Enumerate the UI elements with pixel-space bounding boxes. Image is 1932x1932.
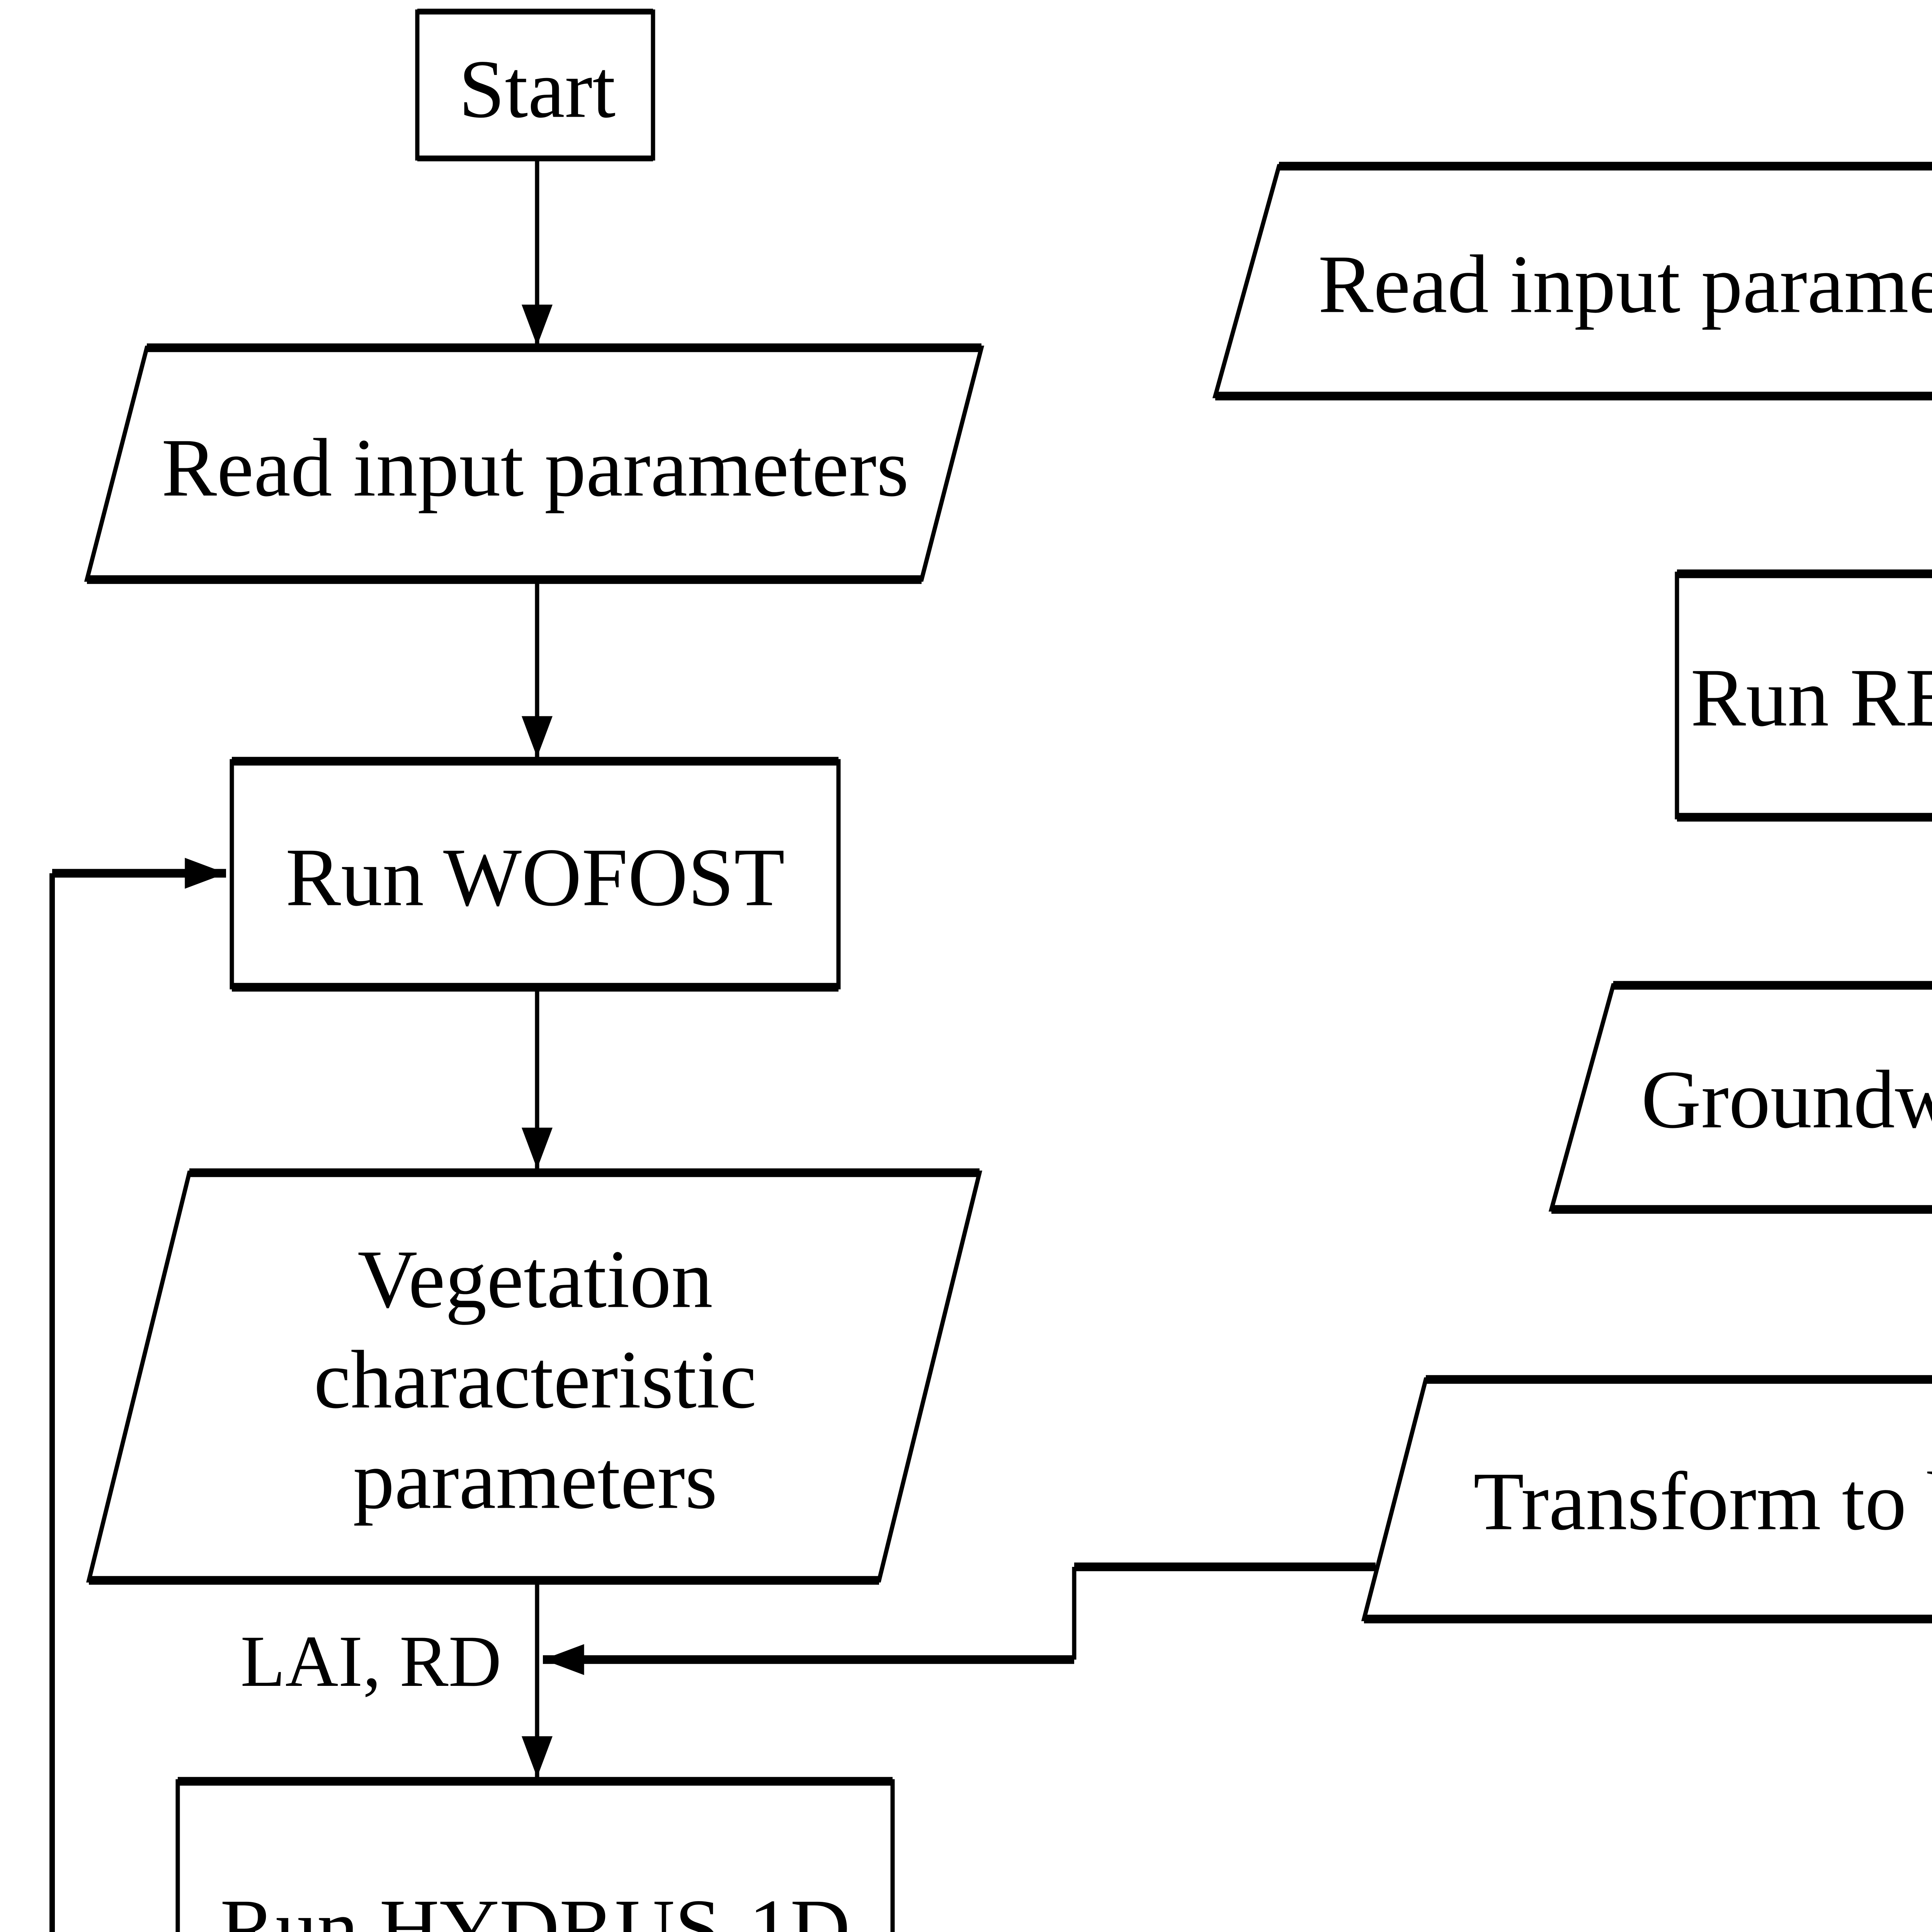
veg-params-line1: Vegetation <box>357 1233 713 1325</box>
run-wofost-label: Run WOFOST <box>286 831 785 923</box>
run-rbf-label: Run RBF model <box>1690 651 1932 744</box>
veg-params-line3: parameters <box>353 1434 717 1526</box>
node-veg-params: Vegetation characteristic parameters <box>86 1168 983 1585</box>
transform-label: Transform to bottom pressure <box>1473 1455 1932 1548</box>
veg-params-line2: characteristic <box>314 1333 757 1426</box>
node-transform: Transform to bottom pressure <box>1361 1375 1932 1624</box>
gw-heads-label: Groundwater Heads <box>1641 1053 1932 1146</box>
node-run-wofost: Run WOFOST <box>230 757 841 992</box>
node-run-rbf: Run RBF model <box>1675 569 1932 822</box>
run-hydrus-label: Run HYDRUS-1D <box>220 1882 850 1932</box>
node-read-input: Read input parameters <box>84 343 985 584</box>
node-start: Start <box>415 9 655 162</box>
node-read-gw: Read input parameters of groundwater <box>1212 162 1932 401</box>
read-gw-label: Read input parameters of groundwater <box>1318 238 1932 330</box>
lai-rd-label: LAI, RD <box>240 1621 501 1702</box>
node-run-hydrus: Run HYDRUS-1D <box>175 1777 895 1932</box>
node-gw-heads: Groundwater Heads <box>1548 981 1932 1214</box>
read-input-label: Read input parameters <box>162 422 909 514</box>
start-label: Start <box>459 43 616 135</box>
